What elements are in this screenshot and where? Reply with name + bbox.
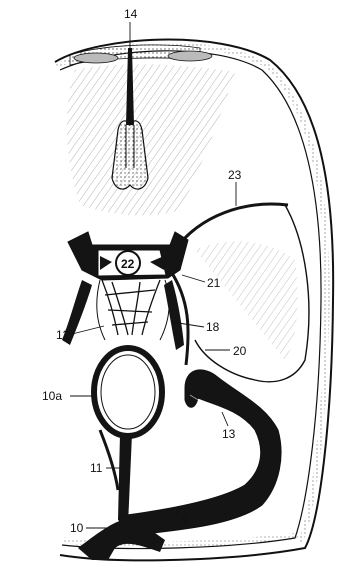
label-21: 21 xyxy=(207,276,221,290)
occipital-sinus xyxy=(100,430,132,525)
label-18: 18 xyxy=(206,320,220,334)
label-14: 14 xyxy=(124,7,138,21)
label-20: 20 xyxy=(233,344,247,358)
label-11: 11 xyxy=(90,461,103,475)
label-13: 13 xyxy=(222,427,236,441)
foramen-magnum xyxy=(94,348,162,436)
label-10a: 10a xyxy=(42,389,62,403)
label-22: 22 xyxy=(121,257,135,271)
label-12: 12 xyxy=(56,328,70,342)
label-23: 23 xyxy=(228,168,242,182)
label-9: 9 xyxy=(182,513,189,527)
frontal-region xyxy=(67,45,235,216)
label-10: 10 xyxy=(70,521,84,535)
